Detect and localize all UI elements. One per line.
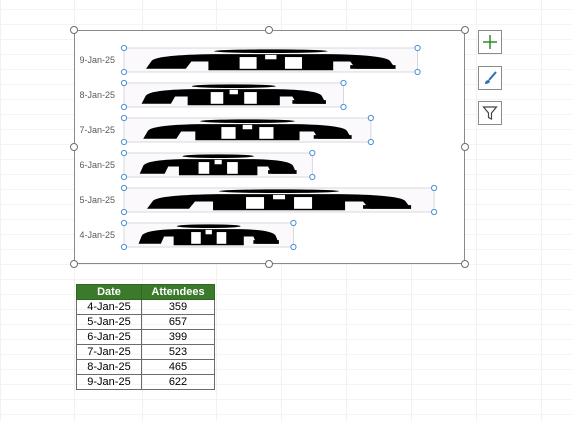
cell-attendees[interactable]: 622 [141, 374, 215, 390]
funnel-icon [482, 106, 498, 120]
table-row: 6-Jan-25 399 [76, 329, 215, 345]
bar-selection-handle[interactable] [431, 184, 438, 192]
bar[interactable] [120, 114, 374, 146]
cell-attendees[interactable]: 465 [141, 359, 215, 375]
cell-attendees[interactable]: 523 [141, 344, 215, 360]
bar-selection-handle[interactable] [120, 79, 128, 87]
person-pictogram-icon [138, 224, 279, 246]
chart-filters-button[interactable] [478, 101, 502, 125]
bar-selection-handle[interactable] [340, 79, 347, 87]
person-pictogram-icon [146, 49, 396, 71]
table-row: 5-Jan-25 657 [76, 314, 215, 330]
bar-selection-handle[interactable] [120, 114, 128, 122]
header-attendees[interactable]: Attendees [141, 284, 215, 300]
bar-selection-handle[interactable] [120, 219, 128, 227]
frame-handle-top-center[interactable] [265, 26, 273, 34]
table-row: 9-Jan-25 622 [76, 374, 215, 390]
bar-selection-handle[interactable] [431, 208, 438, 216]
frame-handle-bottom-center[interactable] [265, 260, 273, 268]
bar-selection-handle[interactable] [120, 44, 128, 52]
data-table: Date Attendees 4-Jan-25 359 5-Jan-25 657… [76, 284, 215, 390]
bar[interactable] [120, 149, 316, 181]
person-pictogram-icon [147, 189, 412, 211]
bar[interactable] [120, 219, 297, 251]
frame-handle-top-left[interactable] [70, 26, 78, 34]
bar-selection-handle[interactable] [120, 68, 128, 76]
paintbrush-icon [485, 71, 497, 84]
cell-date[interactable]: 8-Jan-25 [76, 359, 142, 375]
cell-attendees[interactable]: 359 [141, 299, 215, 315]
cell-attendees[interactable]: 657 [141, 314, 215, 330]
bar[interactable] [120, 44, 421, 76]
table-row: 7-Jan-25 523 [76, 344, 215, 360]
bar-selection-handle[interactable] [414, 44, 421, 52]
category-label: 4-Jan-25 [79, 230, 115, 240]
bar-selection-handle[interactable] [414, 68, 421, 76]
cell-date[interactable]: 7-Jan-25 [76, 344, 142, 360]
bar-plot: 4-Jan-25 5-Jan-25 6-Jan-25 7-Jan-25 8-Jan-25… [79, 44, 438, 251]
table-row: 4-Jan-25 359 [76, 299, 215, 315]
bar-selection-handle[interactable] [120, 208, 128, 216]
cell-date[interactable]: 5-Jan-25 [76, 314, 142, 330]
bar-selection-handle[interactable] [367, 138, 374, 146]
bar-selection-handle[interactable] [120, 184, 128, 192]
category-label: 7-Jan-25 [79, 125, 115, 135]
person-pictogram-icon [143, 119, 352, 141]
frame-handle-bottom-left[interactable] [70, 260, 78, 268]
category-label: 9-Jan-25 [79, 55, 115, 65]
category-label: 8-Jan-25 [79, 90, 115, 100]
bar[interactable] [120, 79, 347, 111]
chart-styles-button[interactable] [478, 66, 502, 90]
cell-attendees[interactable]: 399 [141, 329, 215, 345]
cell-date[interactable]: 4-Jan-25 [76, 299, 142, 315]
person-pictogram-icon [141, 84, 326, 106]
frame-handle-top-right[interactable] [461, 26, 469, 34]
cell-date[interactable]: 6-Jan-25 [76, 329, 142, 345]
bar-selection-handle[interactable] [120, 243, 128, 251]
bar-selection-handle[interactable] [340, 103, 347, 111]
chart-elements-button[interactable] [478, 30, 502, 54]
bar[interactable] [120, 184, 438, 216]
frame-handle-middle-right[interactable] [461, 143, 469, 151]
bar-selection-handle[interactable] [120, 138, 128, 146]
category-label: 6-Jan-25 [79, 160, 115, 170]
bar-selection-handle[interactable] [290, 219, 297, 227]
header-date[interactable]: Date [76, 284, 142, 300]
table-row: 8-Jan-25 465 [76, 359, 215, 375]
bar-selection-handle[interactable] [120, 103, 128, 111]
bar-selection-handle[interactable] [367, 114, 374, 122]
category-label: 5-Jan-25 [79, 195, 115, 205]
frame-handle-bottom-right[interactable] [461, 260, 469, 268]
bar-selection-handle[interactable] [309, 173, 316, 181]
bar-selection-handle[interactable] [309, 149, 316, 157]
bar-selection-handle[interactable] [120, 173, 128, 181]
frame-handle-middle-left[interactable] [70, 143, 78, 151]
bar-selection-handle[interactable] [290, 243, 297, 251]
plus-icon [483, 35, 497, 49]
cell-date[interactable]: 9-Jan-25 [76, 374, 142, 390]
bar-selection-handle[interactable] [120, 149, 128, 157]
